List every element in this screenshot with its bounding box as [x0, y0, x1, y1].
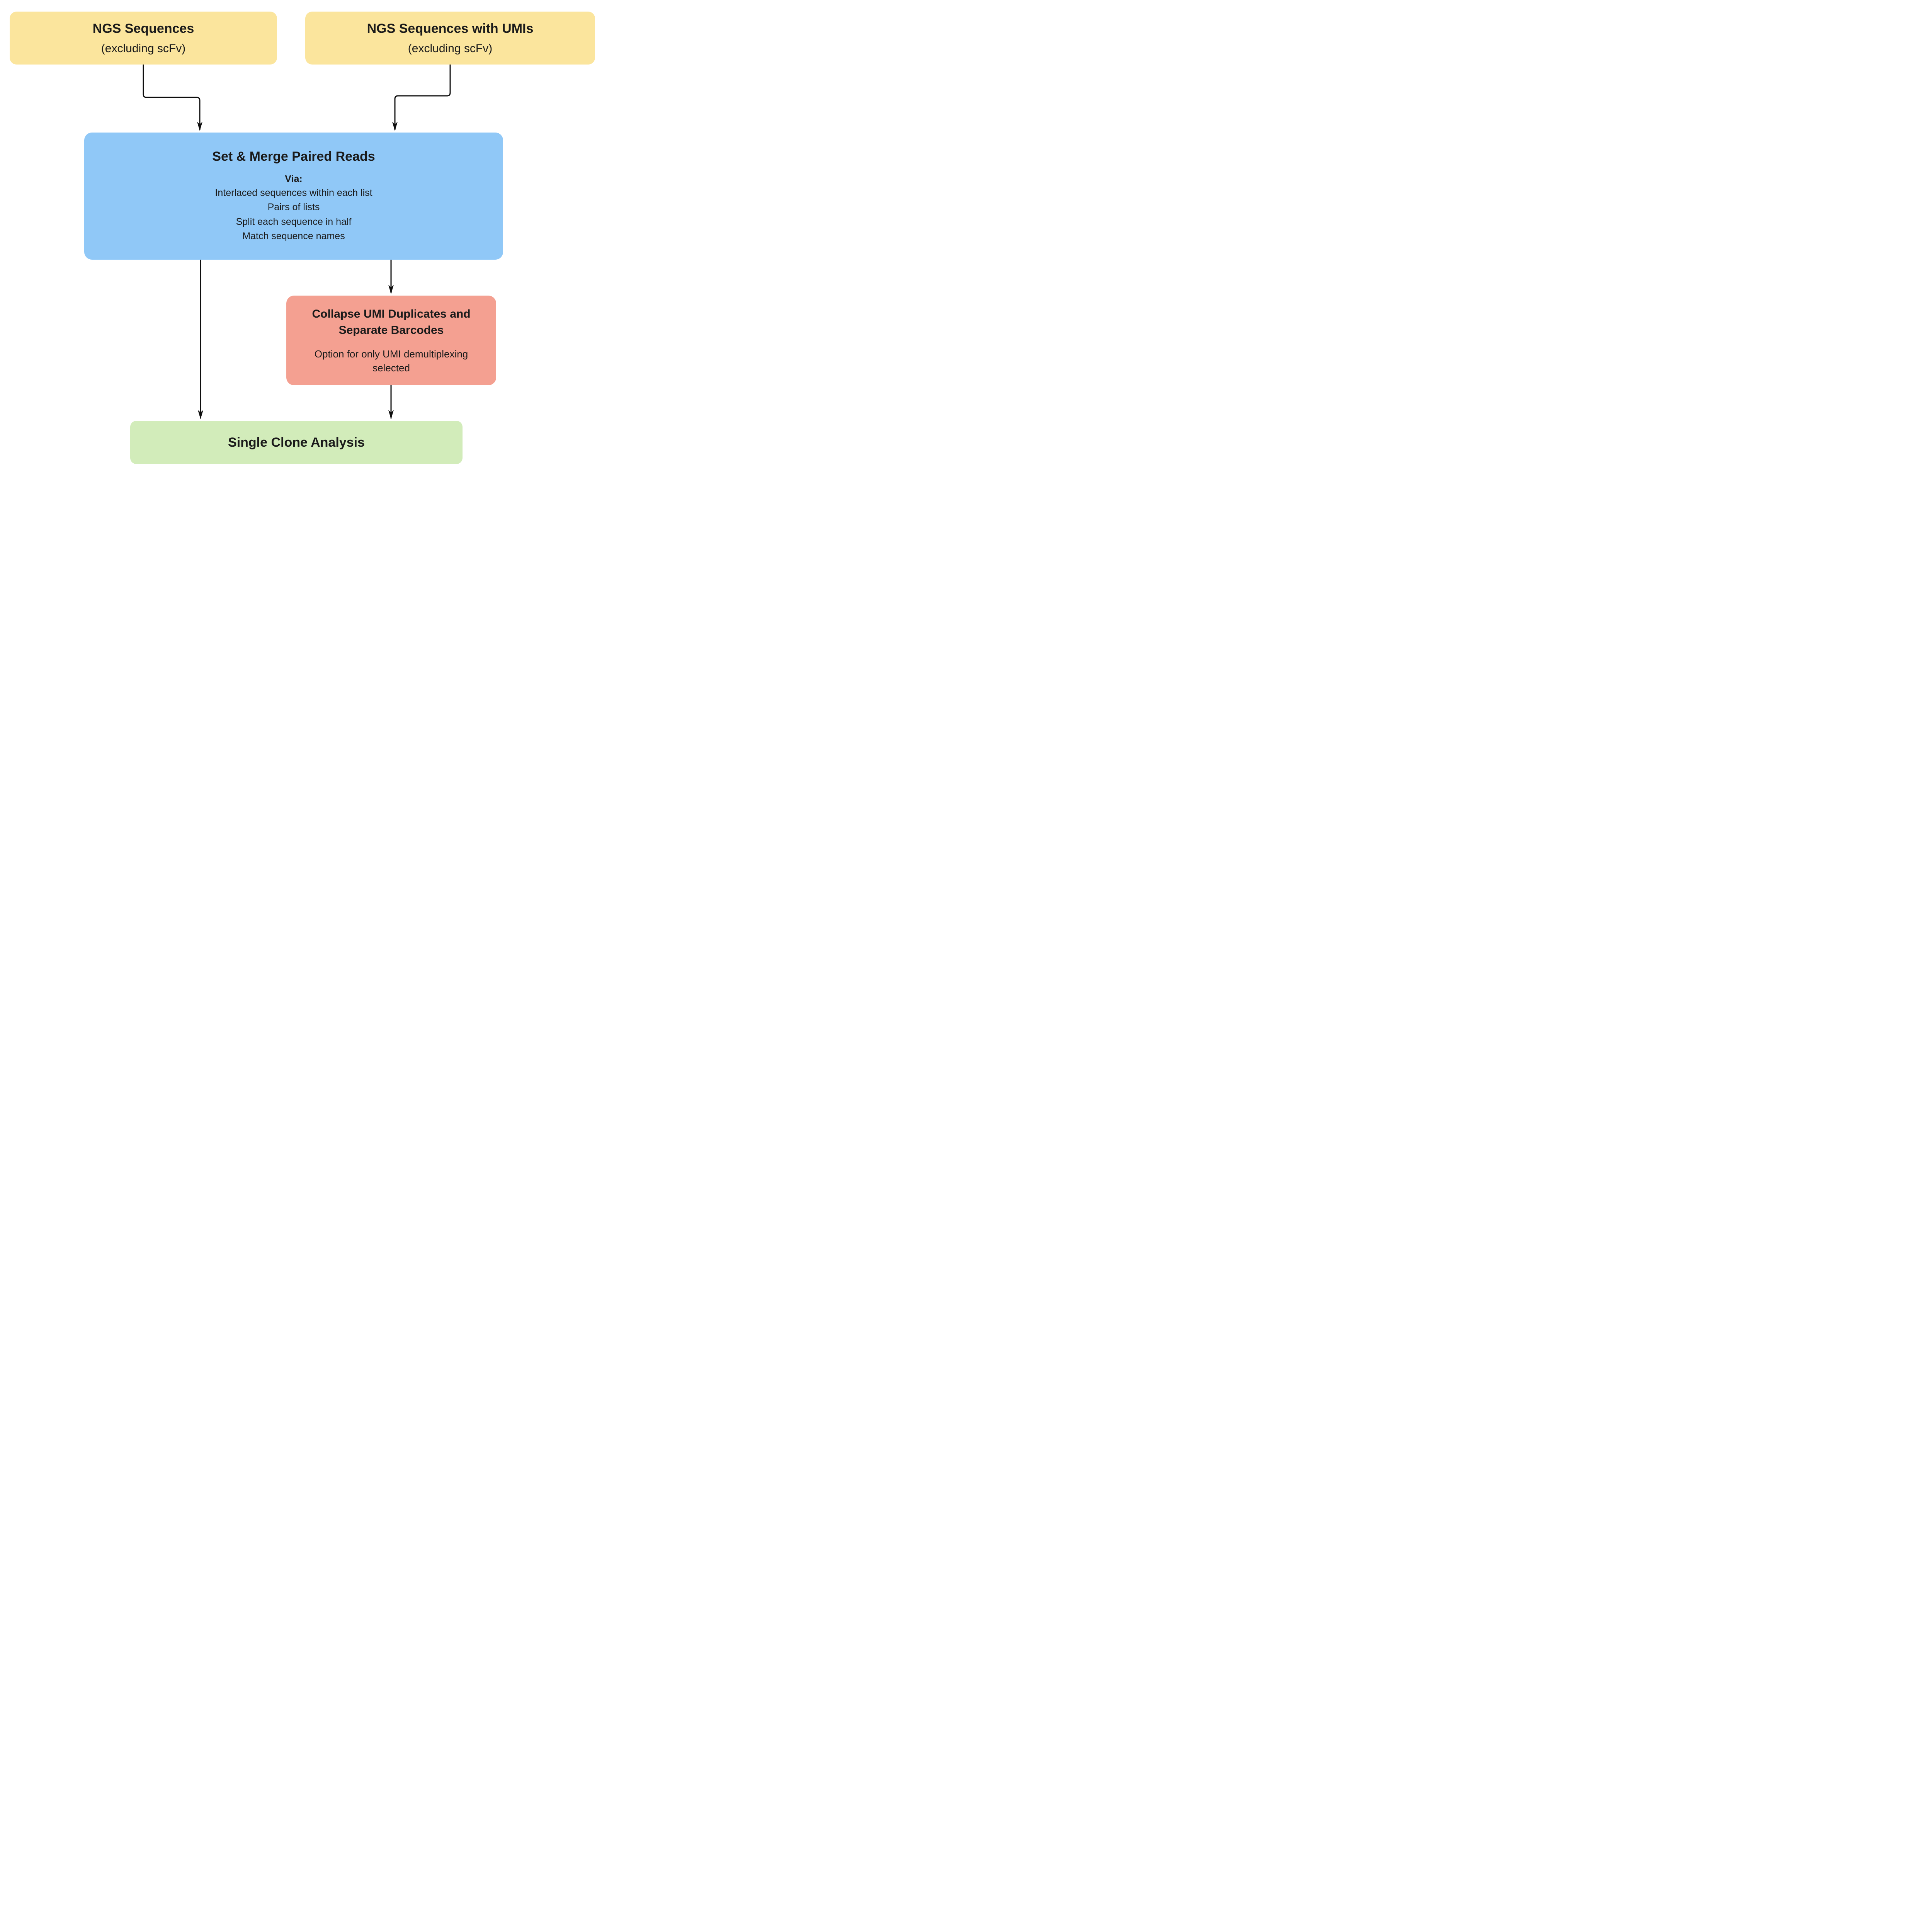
node-ngs-sequences-with-umis: NGS Sequences with UMIs (excluding scFv): [305, 12, 595, 65]
node-title: Set & Merge Paired Reads: [212, 149, 375, 164]
flowchart-canvas: NGS Sequences (excluding scFv) NGS Seque…: [0, 0, 607, 482]
node-collapse-umi-duplicates: Collapse UMI Duplicates and Separate Bar…: [286, 296, 496, 385]
arrow-ngs-umi-to-merge: [392, 65, 451, 131]
method-item: Match sequence names: [242, 231, 345, 242]
node-note: Option for only UMI demultiplexing selec…: [314, 348, 468, 374]
node-subtitle: (excluding scFv): [408, 42, 493, 55]
node-ngs-sequences: NGS Sequences (excluding scFv): [10, 12, 277, 65]
node-set-merge-paired-reads: Set & Merge Paired Reads Via: Interlaced…: [84, 133, 503, 260]
method-item: Interlaced sequences within each list: [215, 187, 372, 198]
node-subtitle: (excluding scFv): [101, 42, 186, 55]
arrow-ngs-to-merge: [143, 65, 202, 131]
method-item: Pairs of lists: [267, 202, 320, 213]
node-title: Collapse UMI Duplicates and Separate Bar…: [312, 307, 471, 337]
method-item: Split each sequence in half: [236, 216, 352, 227]
node-title: Single Clone Analysis: [228, 435, 365, 450]
node-title: NGS Sequences with UMIs: [367, 21, 534, 36]
node-single-clone-analysis: Single Clone Analysis: [130, 421, 463, 464]
node-title: NGS Sequences: [92, 21, 194, 36]
via-label: Via:: [285, 173, 303, 184]
